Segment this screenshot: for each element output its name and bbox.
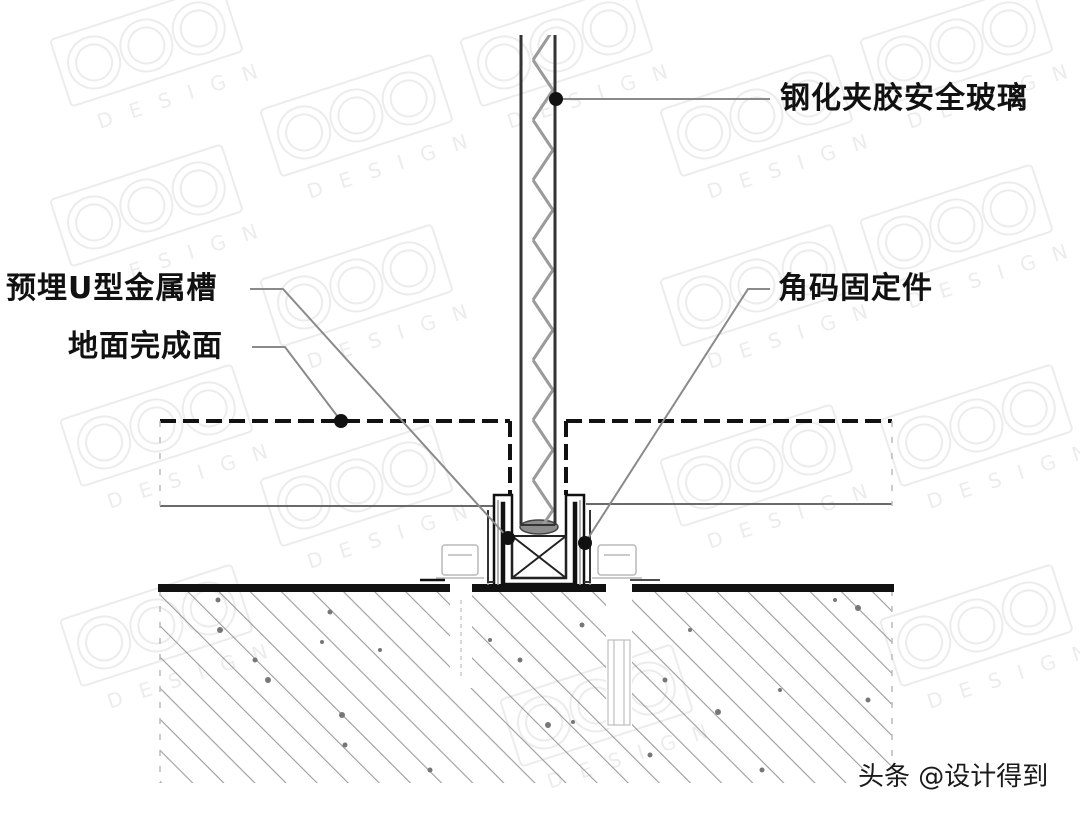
label-u-channel: 预埋U型金属槽	[6, 271, 218, 306]
leader-angle-fixing	[584, 288, 770, 544]
concrete-slab	[160, 590, 892, 783]
credit-watermark: 头条 @设计得到	[858, 762, 1049, 792]
leader-dots	[334, 92, 592, 550]
anchor-hole-left	[450, 588, 472, 688]
bolt-heads	[436, 544, 642, 579]
label-floor-finish: 地面完成面	[68, 329, 223, 364]
label-angle-fixing: 角码固定件	[778, 271, 933, 306]
aggregate-specks	[215, 597, 871, 773]
leader-floor-finish	[252, 346, 342, 422]
label-glass: 钢化夹胶安全玻璃	[780, 81, 1028, 116]
leader-lines	[250, 98, 770, 544]
setting-block	[511, 535, 567, 579]
anchor-hole-right	[606, 588, 632, 728]
laminated-glass	[519, 35, 557, 526]
leader-u-channel	[250, 288, 509, 539]
